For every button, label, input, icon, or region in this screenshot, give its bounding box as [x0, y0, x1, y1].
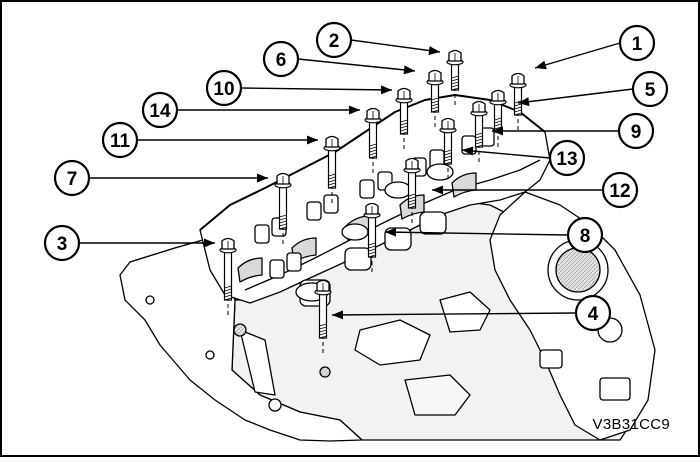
callout-9: 9: [617, 112, 655, 150]
callout-circle: [141, 91, 179, 129]
arrowhead-14: [349, 105, 360, 115]
bolt-4: [314, 279, 332, 356]
callout-14: 14: [141, 91, 179, 129]
bolt-14: [364, 107, 382, 176]
arrowhead-11: [307, 135, 318, 145]
callout-circle: [205, 69, 243, 107]
callout-number: 8: [580, 226, 591, 247]
arrowhead-6: [403, 65, 415, 75]
callout-number: 7: [67, 169, 78, 190]
callout-circle: [101, 121, 139, 159]
callout-number: 10: [213, 79, 234, 100]
callout-number: 1: [632, 34, 643, 55]
arrowhead-4: [332, 310, 344, 320]
callout-4: 4: [574, 294, 612, 332]
callout-circle: [631, 70, 669, 108]
leader-line-5: [517, 88, 634, 104]
callout-circle: [315, 21, 353, 59]
bolt-12: [403, 157, 421, 226]
arrowhead-3: [204, 238, 215, 248]
bolt-2: [446, 49, 464, 108]
callout-circle: [566, 216, 604, 254]
arrowhead-2: [428, 46, 440, 55]
callout-number: 9: [631, 122, 642, 143]
callout-number: 14: [149, 101, 171, 122]
callout-13: 13: [548, 139, 586, 177]
callout-10: 10: [205, 69, 243, 107]
callout-circle: [574, 294, 612, 332]
callout-number: 2: [329, 31, 340, 52]
bolt-8: [363, 202, 381, 275]
figure-code: V3B31CC9: [592, 416, 670, 433]
callout-circle: [43, 224, 81, 262]
callout-8: 8: [566, 216, 604, 254]
arrowhead-9: [492, 126, 503, 136]
callout-7: 7: [53, 159, 91, 197]
callout-11: 11: [101, 121, 139, 159]
leader-line-1: [534, 42, 621, 69]
arrowhead-7: [257, 173, 268, 183]
leader-line-2: [350, 39, 441, 53]
callout-circle: [617, 112, 655, 150]
callout-circle: [262, 40, 300, 78]
bolt-10: [395, 87, 413, 152]
bolt-3: [219, 237, 237, 318]
callout-number: 11: [110, 131, 131, 152]
leader-line-10: [240, 87, 393, 91]
arrowhead-10: [380, 85, 392, 95]
bolt-1: [509, 72, 527, 133]
leader-line-6: [297, 58, 416, 72]
arrowhead-8: [385, 227, 397, 237]
bolt-5: [489, 89, 507, 150]
callout-6: 6: [262, 40, 300, 78]
callout-circle: [601, 171, 639, 209]
callout-number: 6: [276, 50, 287, 71]
callout-circle: [548, 139, 586, 177]
bolt-6: [426, 69, 444, 130]
callout-number: 13: [556, 149, 577, 170]
leader-line-4: [331, 312, 577, 316]
callout-number: 12: [609, 181, 630, 202]
callout-number: 4: [588, 304, 599, 325]
leader-line-13: [461, 149, 551, 159]
leader-line-8: [384, 231, 569, 236]
callout-3: 3: [43, 224, 81, 262]
arrowhead-12: [432, 185, 443, 195]
callout-circle: [53, 159, 91, 197]
callout-leaders: [79, 39, 634, 320]
callout-number: 3: [57, 234, 68, 255]
callout-circle: [618, 24, 656, 62]
head-bolts: [219, 49, 527, 356]
callout-number: 5: [645, 80, 656, 101]
arrowhead-1: [535, 60, 547, 70]
bolt-13: [439, 117, 457, 182]
callout-5: 5: [631, 70, 669, 108]
arrowhead-13: [462, 146, 474, 156]
bolt-11: [323, 135, 341, 206]
callout-1: 1: [618, 24, 656, 62]
arrowhead-5: [518, 97, 530, 107]
cylinder-head-body: [119, 94, 656, 442]
callout-2: 2: [315, 21, 353, 59]
bolt-7: [274, 172, 292, 247]
callout-12: 12: [601, 171, 639, 209]
